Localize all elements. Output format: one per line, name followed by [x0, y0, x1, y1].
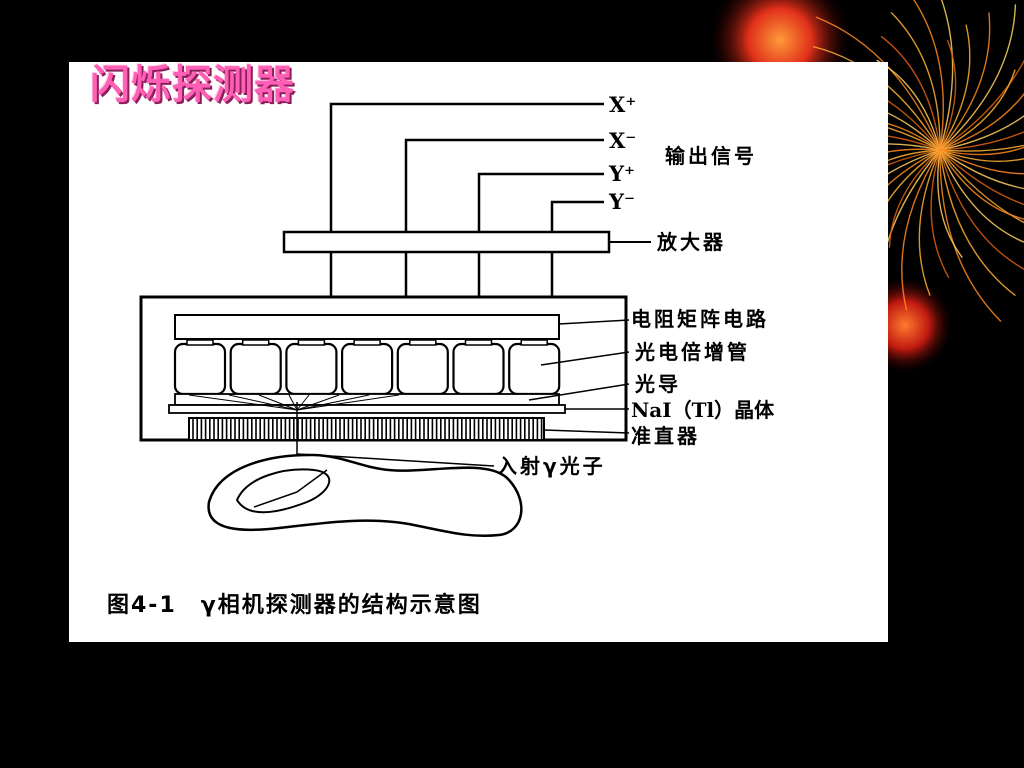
- nai-crystal: [168, 404, 566, 414]
- firework-ray: [939, 12, 991, 151]
- gamma-camera-diagram: X⁺ X⁻ Y⁺ Y⁻ 输出信号 放大器 电阻矩阵电路 光电倍增管 光导: [107, 92, 775, 618]
- firework-ray: [939, 149, 1024, 190]
- firework-ray: [888, 149, 941, 248]
- signal-label-y-plus: Y⁺: [608, 161, 635, 186]
- firework-ray: [939, 149, 1024, 175]
- firework-ray: [939, 149, 1024, 162]
- light-ray: [296, 394, 310, 411]
- firework-ray: [939, 149, 1016, 297]
- signal-label-x-plus: X⁺: [609, 92, 636, 117]
- organ-inner: [235, 468, 331, 514]
- wire-y-minus: [550, 200, 604, 232]
- firework-ray: [939, 92, 1024, 151]
- firework-ray: [939, 146, 1024, 156]
- firework-ray: [939, 144, 1024, 152]
- scintillation-rays: [188, 394, 400, 411]
- label-pmt: 光电倍增管: [634, 340, 750, 364]
- pmt-base: [186, 339, 214, 346]
- firework-ray: [890, 11, 941, 151]
- firework-ray: [880, 35, 941, 151]
- label-amplifier: 放大器: [656, 230, 726, 254]
- firework-ray: [939, 149, 1024, 220]
- amplifier-bar: [282, 230, 611, 254]
- diagram-panel: X⁺ X⁻ Y⁺ Y⁻ 输出信号 放大器 电阻矩阵电路 光电倍增管 光导: [69, 62, 888, 642]
- label-incident-photon: 入射γ光子: [497, 454, 606, 478]
- pmt-tube: [229, 342, 282, 396]
- firework-ray: [939, 40, 957, 151]
- light-ray: [296, 394, 340, 411]
- label-resistor-matrix: 电阻矩阵电路: [631, 307, 769, 331]
- pmt-tube: [452, 342, 505, 396]
- pmt-base: [520, 339, 548, 346]
- photomultiplier-tubes: [173, 339, 561, 396]
- light-ray: [228, 394, 298, 411]
- firework-ray: [901, 149, 941, 311]
- label-output-signal: 输出信号: [665, 144, 757, 168]
- pmt-base: [409, 339, 437, 346]
- collimator: [188, 417, 545, 441]
- firework-ray: [937, 149, 963, 259]
- pmt-tube: [508, 342, 561, 396]
- firework-ray: [939, 149, 1024, 224]
- light-ray: [296, 394, 400, 411]
- firework-ray: [939, 4, 1017, 151]
- light-ray: [296, 394, 370, 411]
- firework-ray: [939, 69, 1016, 151]
- pmt-base: [353, 339, 381, 346]
- label-crystal: NaI（Tl）晶体: [631, 398, 775, 422]
- wire-x-minus: [404, 138, 604, 232]
- firework-ray: [939, 131, 1024, 151]
- firework-ray: [930, 149, 950, 279]
- pmt-base: [241, 339, 270, 346]
- pmt-tube: [341, 342, 394, 396]
- signal-label-y-minus: Y⁻: [608, 189, 635, 214]
- label-collimator: 准直器: [631, 424, 700, 448]
- firework-ray: [939, 149, 1024, 243]
- organ-outline: [207, 453, 523, 538]
- wire-x-plus: [329, 102, 604, 232]
- figure-caption: 图4-1 γ相机探测器的结构示意图: [107, 592, 482, 618]
- pmt-tube: [396, 342, 449, 396]
- pmt-tube: [285, 342, 338, 396]
- firework-ray: [939, 24, 971, 151]
- firework-ray: [939, 149, 1024, 270]
- firework-ray: [918, 149, 941, 296]
- light-ray: [188, 394, 298, 411]
- light-ray: [258, 394, 298, 411]
- firework-ray: [939, 149, 1024, 206]
- wire-y-plus: [477, 172, 604, 232]
- firework-ray: [913, 0, 944, 151]
- firework-ray: [939, 115, 1024, 151]
- slide-title: 闪烁探测器: [90, 62, 295, 108]
- pmt-tube: [173, 342, 227, 396]
- label-light-guide: 光导: [634, 372, 681, 396]
- signal-wires: [329, 102, 604, 297]
- light-ray: [288, 394, 298, 411]
- resistor-matrix: [174, 314, 560, 340]
- signal-label-x-minus: X⁻: [609, 128, 636, 153]
- pmt-base: [297, 339, 326, 346]
- pmt-base: [464, 339, 493, 346]
